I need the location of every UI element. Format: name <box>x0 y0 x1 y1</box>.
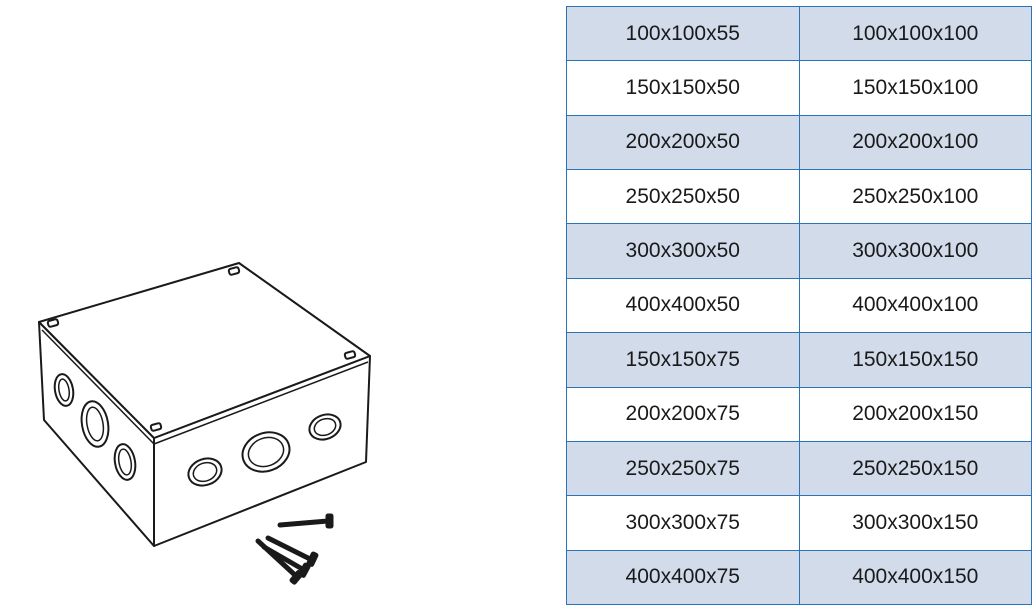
table-cell: 250x250x75 <box>566 440 800 497</box>
table-cell: 250x250x100 <box>798 169 1032 225</box>
table-cell: 250x250x50 <box>566 169 800 225</box>
table-cell: 300x300x150 <box>798 495 1032 551</box>
screws <box>255 513 334 585</box>
table-cell: 100x100x55 <box>566 5 800 62</box>
table-cell: 200x200x100 <box>798 114 1032 171</box>
box-lid <box>38 262 371 439</box>
table-cell: 200x200x50 <box>566 114 800 171</box>
table-cell: 150x150x75 <box>566 332 800 388</box>
table-cell: 200x200x150 <box>798 386 1032 442</box>
table-cell: 400x400x50 <box>566 277 800 334</box>
table-cell: 400x400x100 <box>798 277 1032 334</box>
table-cell: 150x150x100 <box>798 60 1032 116</box>
table-cell: 200x200x75 <box>566 386 800 442</box>
junction-box-illustration <box>38 262 371 585</box>
table-cell: 250x250x150 <box>798 440 1032 497</box>
table-cell: 300x300x50 <box>566 223 800 279</box>
table-cell: 400x400x150 <box>798 549 1032 606</box>
table-cell: 400x400x75 <box>566 549 800 606</box>
table-cell: 100x100x100 <box>798 5 1032 62</box>
table-cell: 300x300x100 <box>798 223 1032 279</box>
table-cell: 300x300x75 <box>566 495 800 551</box>
table-cell: 150x150x150 <box>798 332 1032 388</box>
table-cell: 150x150x50 <box>566 60 800 116</box>
